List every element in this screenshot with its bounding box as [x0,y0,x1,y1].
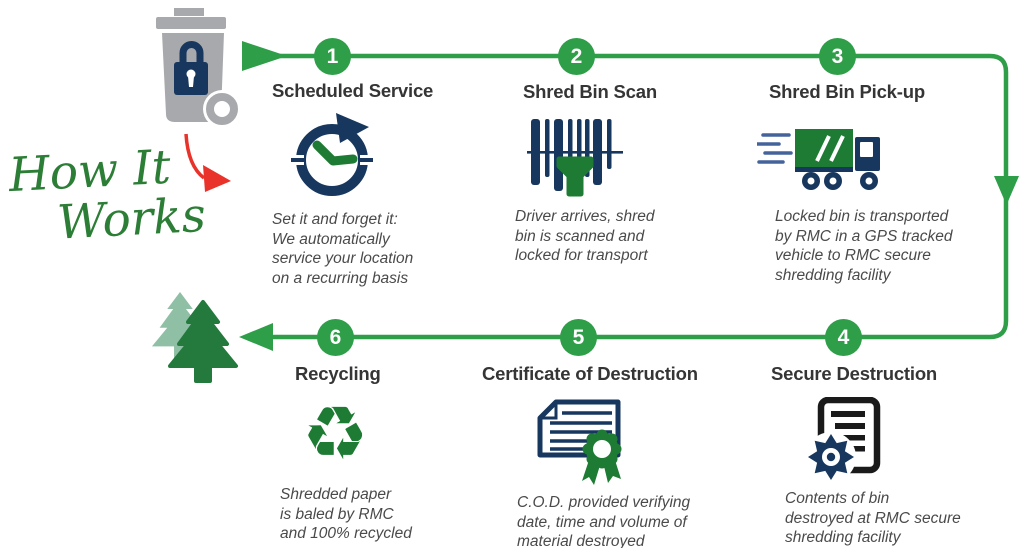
truck-icon [755,123,897,193]
step-6-title: Recycling [295,363,381,384]
step-3-title: Shred Bin Pick-up [769,81,925,102]
certificate-icon [526,399,626,485]
barcode-scan-icon [527,115,623,201]
pine-trees-icon [146,292,242,384]
recycle-icon: ♻ [302,397,376,471]
step-circle-6: 6 [317,319,354,356]
step-1-description: Set it and forget it: We automatically s… [272,211,414,287]
step-4-description: Contents of bin destroyed at RMC secure … [785,490,961,546]
step-1-title: Scheduled Service [272,80,434,101]
step-shred-bin-scan: Shred Bin Scan Driver arrives, shred bin… [515,81,705,266]
shredder-icon [805,396,881,482]
red-curved-arrow-icon [184,133,231,192]
step-circle-1: 1 [314,38,351,75]
step-scheduled-service: Scheduled Service Set it and forget it: … [272,80,462,288]
step-circle-2: 2 [558,38,595,75]
step-4-title: Secure Destruction [771,363,938,384]
recycle-glyph: ♻ [302,391,369,477]
step-certificate-of-destruction: Certificate of Destruction [482,363,702,548]
step-2-description: Driver arrives, shred bin is scanned and… [515,208,655,264]
step-circle-4: 4 [825,319,862,356]
step-5-description: C.O.D. provided verifying date, time and… [517,494,691,548]
step-6-description: Shredded paper is baled by RMC and 100% … [280,486,412,542]
page-title-line2: Works [55,187,208,251]
flow-down-arrow-icon [994,176,1019,205]
locked-bin-icon [138,8,241,128]
step-recycling: Recycling ♻ Shredded paper is baled by R… [278,363,458,544]
step-circle-3: 3 [819,38,856,75]
step-shred-bin-pickup: Shred Bin Pick-up [755,81,957,285]
step-circle-5: 5 [560,319,597,356]
step-2-title: Shred Bin Scan [523,81,657,102]
flow-start-arrow-icon [242,41,287,71]
step-secure-destruction: Secure Destruction Contents of bin destr… [771,363,971,548]
clock-icon [290,112,374,198]
step-5-title: Certificate of Destruction [482,363,698,384]
page-title: How It Works [7,140,208,251]
step-3-description: Locked bin is transported by RMC in a GP… [775,208,953,284]
flow-end-arrow-icon [239,323,273,351]
